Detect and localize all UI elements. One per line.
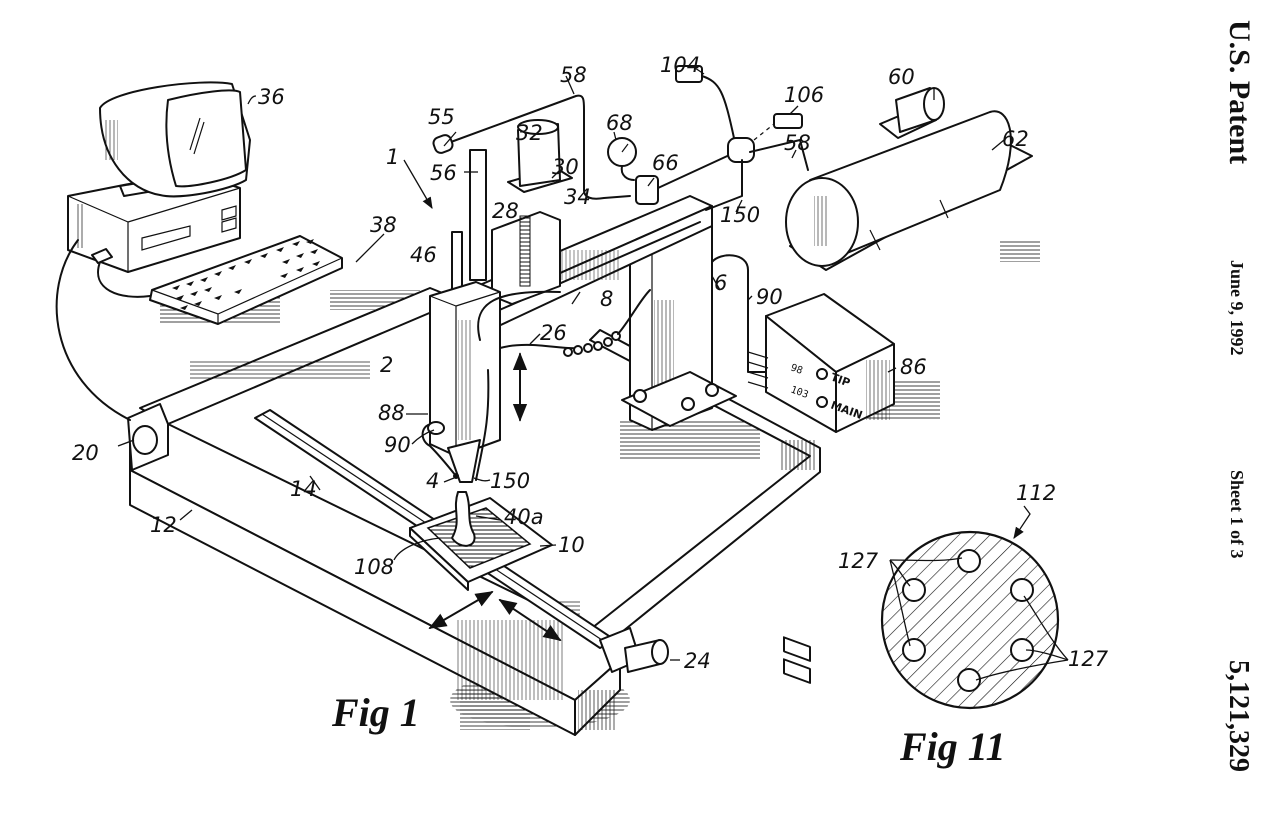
y-motion-arrow <box>428 591 494 629</box>
ref-6: 6 <box>714 271 727 295</box>
ref-127-right: 127 <box>1068 647 1109 671</box>
ref-106: 106 <box>784 83 824 107</box>
ref-34: 34 <box>564 185 591 209</box>
ref-2: 2 <box>380 353 393 377</box>
ref-1: 1 <box>386 145 399 169</box>
sensor-104 <box>675 65 703 83</box>
nozzle-4 <box>447 439 481 483</box>
valve-66 <box>635 175 659 205</box>
junction <box>727 137 755 163</box>
display-main <box>783 658 811 684</box>
ref-112: 112 <box>1016 481 1056 505</box>
lead-screw <box>519 215 531 287</box>
keyboard-keys <box>172 239 320 310</box>
ref-62: 62 <box>1002 127 1029 151</box>
ref-104: 104 <box>660 53 700 77</box>
ref-30: 30 <box>552 155 579 179</box>
ref-68: 68 <box>606 111 633 135</box>
ref-26: 26 <box>540 321 567 345</box>
ref-4: 4 <box>426 469 439 493</box>
x-motion-arrow <box>498 599 562 641</box>
ref-36: 36 <box>258 85 285 109</box>
ref-14: 14 <box>290 477 317 501</box>
ref-8: 8 <box>600 287 613 311</box>
keyboard-38 <box>149 235 343 325</box>
ref-10: 10 <box>558 533 585 557</box>
heater-wire-90 <box>421 422 457 477</box>
air-line-58-top <box>439 94 631 200</box>
ref-86: 86 <box>900 355 927 379</box>
sheet-number: Sheet 1 of 3 <box>1227 470 1247 559</box>
ref-108: 108 <box>354 555 394 579</box>
gantry <box>421 119 737 483</box>
patent-office-label: U.S. Patent <box>1223 20 1256 165</box>
cable-to-motor <box>55 239 131 421</box>
sensor-106 <box>773 113 803 129</box>
display-tip <box>783 636 811 662</box>
base-frame <box>127 287 821 736</box>
rod-46 <box>451 231 463 295</box>
air-line-58-right <box>749 139 809 171</box>
motor-20 <box>132 425 158 455</box>
heater-clip-88 <box>427 421 445 435</box>
cable-chain-26 <box>499 289 651 357</box>
built-object-40a <box>451 491 476 547</box>
ref-58-right: 58 <box>784 131 811 155</box>
motor-24 <box>651 639 669 665</box>
compressor <box>785 87 1033 271</box>
cross-section-112 <box>880 530 1060 710</box>
ref-66: 66 <box>652 151 679 175</box>
line-to-junction <box>657 151 737 189</box>
ref-58-top: 58 <box>560 63 587 87</box>
tube-150-top <box>705 159 743 211</box>
fig11-leaders <box>889 505 1069 681</box>
ref-90-left: 90 <box>384 433 411 457</box>
ref-150-bottom: 150 <box>490 469 530 493</box>
ref-150-top: 150 <box>720 203 760 227</box>
figure-11-caption: Fig 11 <box>899 724 1006 769</box>
ref-24: 24 <box>684 649 711 673</box>
figure-1-caption: Fig 1 <box>331 690 420 735</box>
hose-top <box>477 290 561 341</box>
ref-88: 88 <box>378 401 405 425</box>
ref-55: 55 <box>428 105 455 129</box>
reference-numerals: 36 38 1 55 56 58 32 30 28 34 68 66 104 1… <box>72 53 1029 673</box>
regulator-55 <box>432 134 454 154</box>
cylinder-56 <box>469 149 487 281</box>
tank-62 <box>809 110 1012 261</box>
ref-40a: 40a <box>504 505 544 529</box>
leader-lines <box>117 65 1005 661</box>
figure-11: 112 127 127 Fig 11 <box>838 481 1109 769</box>
label-tip: TIP <box>829 371 852 390</box>
ref-38: 38 <box>370 213 397 237</box>
figure-1: 36 38 1 55 56 58 32 30 28 34 68 66 104 1… <box>55 53 1040 736</box>
ref-12: 12 <box>150 513 177 537</box>
pneumatic-system <box>432 65 809 373</box>
controller-86 <box>747 293 895 684</box>
ref-32: 32 <box>516 121 543 145</box>
computer-workstation <box>55 81 343 421</box>
ref-56: 56 <box>430 161 457 185</box>
display-tip-value: 98 <box>789 362 804 376</box>
ref-127-left: 127 <box>838 549 879 573</box>
ref-28: 28 <box>492 199 519 223</box>
ref-46: 46 <box>410 243 437 267</box>
patent-date: June 9, 1992 <box>1227 260 1247 356</box>
ref-20: 20 <box>72 441 99 465</box>
ref-60: 60 <box>888 65 915 89</box>
ref-90-right: 90 <box>756 285 783 309</box>
wire-90-right <box>711 254 767 373</box>
patent-number: 5,121,329 <box>1223 660 1254 772</box>
